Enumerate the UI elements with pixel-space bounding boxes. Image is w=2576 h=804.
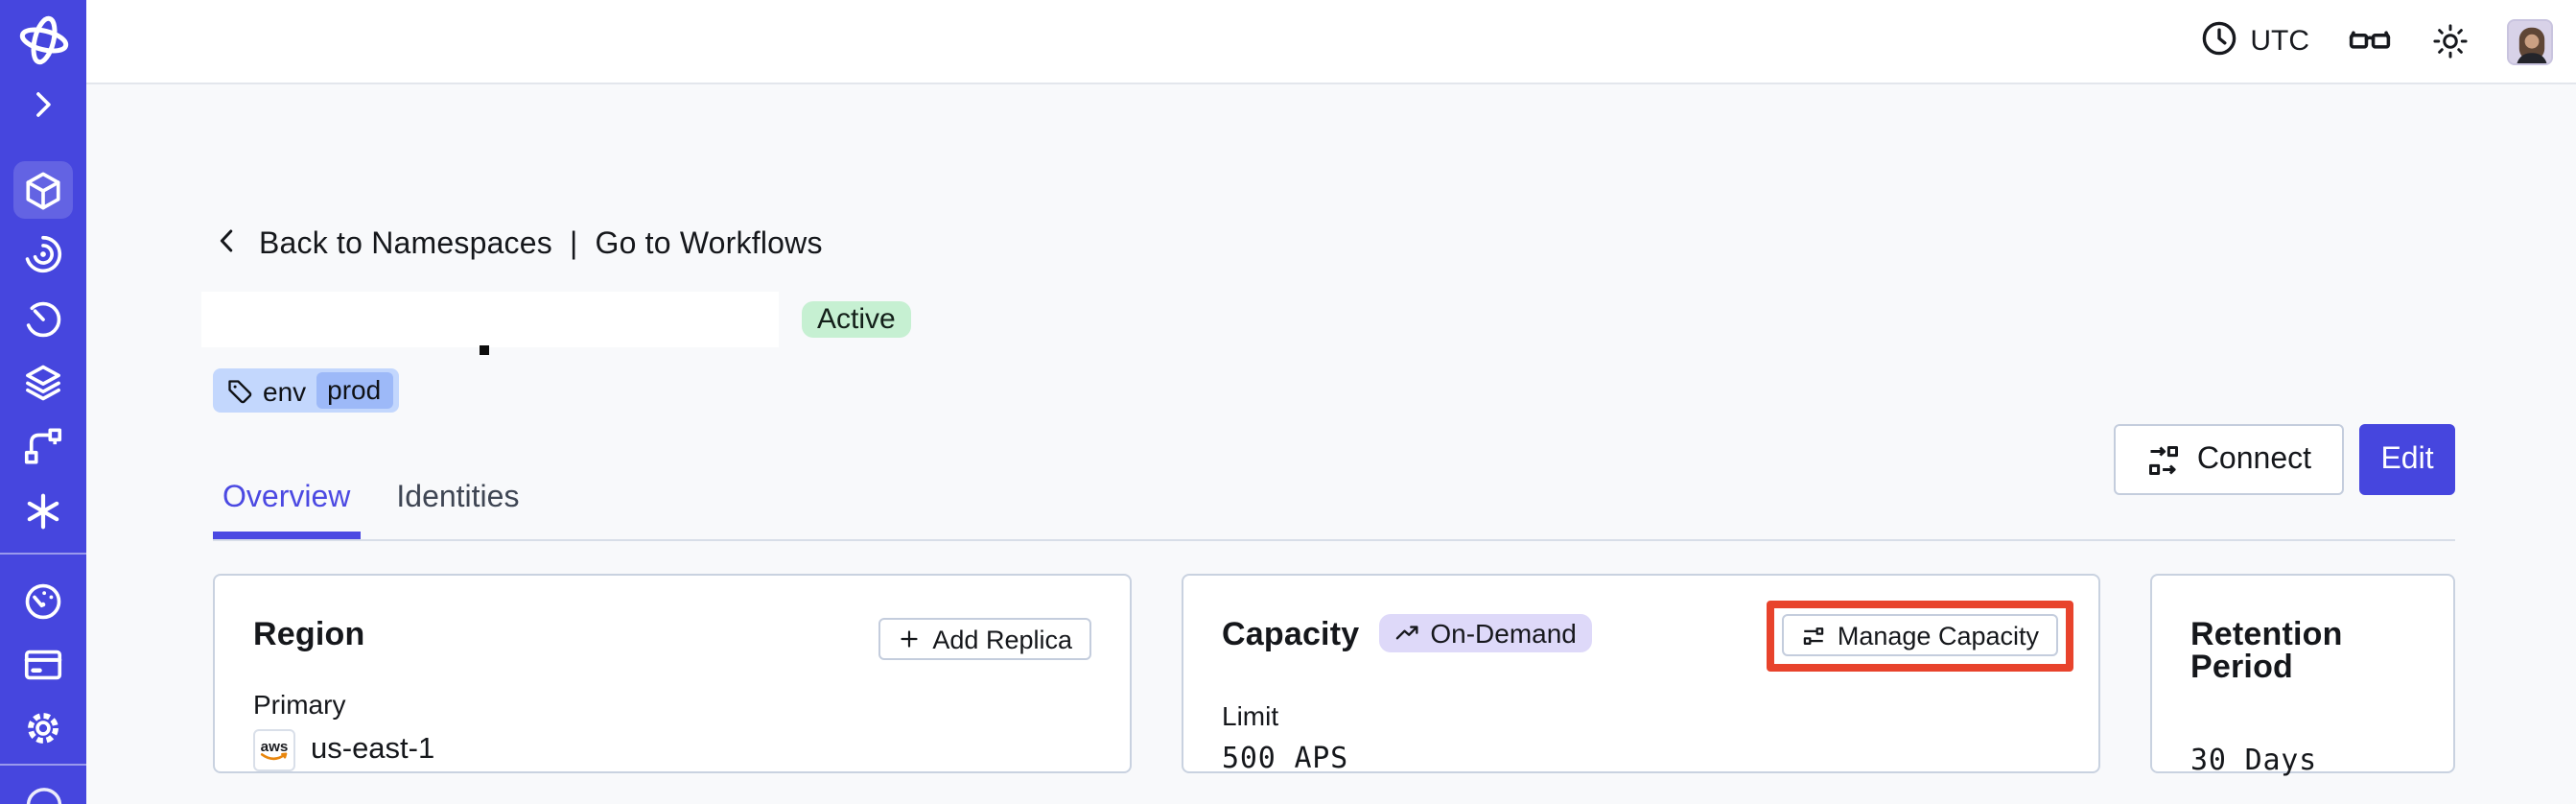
deployments-layers-icon[interactable]: [0, 351, 86, 413]
manage-capacity-label: Manage Capacity: [1837, 621, 2039, 650]
connect-button[interactable]: Connect: [2114, 424, 2344, 495]
sidebar-divider: [0, 764, 86, 766]
status-badge: Active: [802, 301, 911, 338]
topbar: UTC: [86, 0, 2576, 84]
namespace-page: Back to Namespaces | Go to Workflows Act…: [86, 226, 2576, 777]
go-to-workflows-link[interactable]: Go to Workflows: [595, 228, 823, 261]
billing-card-icon[interactable]: [0, 633, 86, 695]
retention-value: 30 Days: [2190, 743, 2318, 777]
header-actions: Connect Edit: [2114, 424, 2455, 495]
back-to-namespaces-link[interactable]: Back to Namespaces: [259, 228, 552, 261]
main-area: UTC: [86, 0, 2576, 804]
breadcrumb-separator: |: [569, 228, 578, 261]
env-tag[interactable]: env prod: [213, 368, 399, 413]
capacity-card-title: Capacity: [1222, 615, 1360, 651]
edit-button[interactable]: Edit: [2359, 424, 2455, 495]
capacity-value: 500 APS: [1222, 740, 1349, 774]
namespaces-cube-icon[interactable]: [0, 159, 86, 221]
sidebar-nav: [0, 0, 86, 804]
breadcrumb[interactable]: Back to Namespaces | Go to Workflows: [213, 226, 2455, 265]
timezone-label: UTC: [2250, 25, 2309, 58]
redacted-namespace-title: [201, 292, 779, 347]
glasses-icon[interactable]: [2346, 17, 2394, 65]
region-value: us-east-1: [311, 733, 435, 766]
namespace-title-row: Active: [201, 292, 2455, 355]
retention-card: Retention Period 30 Days: [2150, 574, 2455, 777]
overview-cards: Region Add Replica Primary: [213, 574, 2455, 777]
user-avatar[interactable]: [2507, 18, 2553, 64]
expand-chevron-icon[interactable]: [0, 73, 86, 134]
redaction-artifact: [480, 345, 489, 355]
on-demand-label: On-Demand: [1430, 618, 1577, 649]
tab-identities[interactable]: Identities: [396, 482, 520, 514]
back-chevron-icon: [213, 226, 242, 265]
account-circle-icon[interactable]: [0, 775, 86, 804]
add-replica-label: Add Replica: [932, 625, 1072, 653]
connect-flow-icon: [2147, 442, 2182, 477]
tab-bar: Overview Identities: [213, 480, 2455, 541]
schedules-clock-icon[interactable]: [0, 288, 86, 349]
sidebar-divider: [0, 553, 86, 555]
temporal-logo-icon[interactable]: [0, 10, 86, 71]
theme-sun-icon[interactable]: [2430, 21, 2471, 61]
trending-up-icon: [1393, 620, 1420, 647]
add-replica-button[interactable]: Add Replica: [878, 618, 1091, 660]
manage-capacity-button[interactable]: Manage Capacity: [1781, 614, 2058, 656]
connect-button-label: Connect: [2196, 442, 2311, 475]
on-demand-badge: On-Demand: [1378, 614, 1592, 652]
edit-button-label: Edit: [2380, 442, 2434, 475]
clock-icon: [2200, 18, 2238, 64]
tag-row: env prod: [213, 368, 2455, 413]
region-card-title: Region: [253, 616, 365, 652]
retention-card-title: Retention Period: [2190, 616, 2343, 685]
region-card: Region Add Replica Primary: [213, 574, 1132, 773]
settings-gear-icon[interactable]: [0, 697, 86, 758]
nexus-branch-icon[interactable]: [0, 414, 86, 476]
limit-label: Limit: [1222, 699, 1279, 730]
timezone-selector[interactable]: UTC: [2200, 18, 2309, 64]
tab-overview[interactable]: Overview: [213, 480, 361, 539]
annotation-highlight-box: Manage Capacity: [1766, 601, 2073, 671]
sliders-icon: [1801, 623, 1826, 648]
tag-key: env: [263, 375, 307, 406]
batch-asterisk-icon[interactable]: [0, 480, 86, 541]
plus-icon: [898, 627, 921, 650]
aws-logo: aws: [253, 729, 295, 771]
tag-value: prod: [316, 372, 393, 409]
aws-logo-text: aws: [261, 739, 289, 755]
tag-icon: [226, 377, 253, 404]
workflows-spiral-icon[interactable]: [0, 223, 86, 284]
usage-gauge-icon[interactable]: [0, 570, 86, 631]
capacity-card: Capacity On-Demand: [1182, 574, 2100, 774]
primary-label: Primary: [253, 689, 346, 720]
